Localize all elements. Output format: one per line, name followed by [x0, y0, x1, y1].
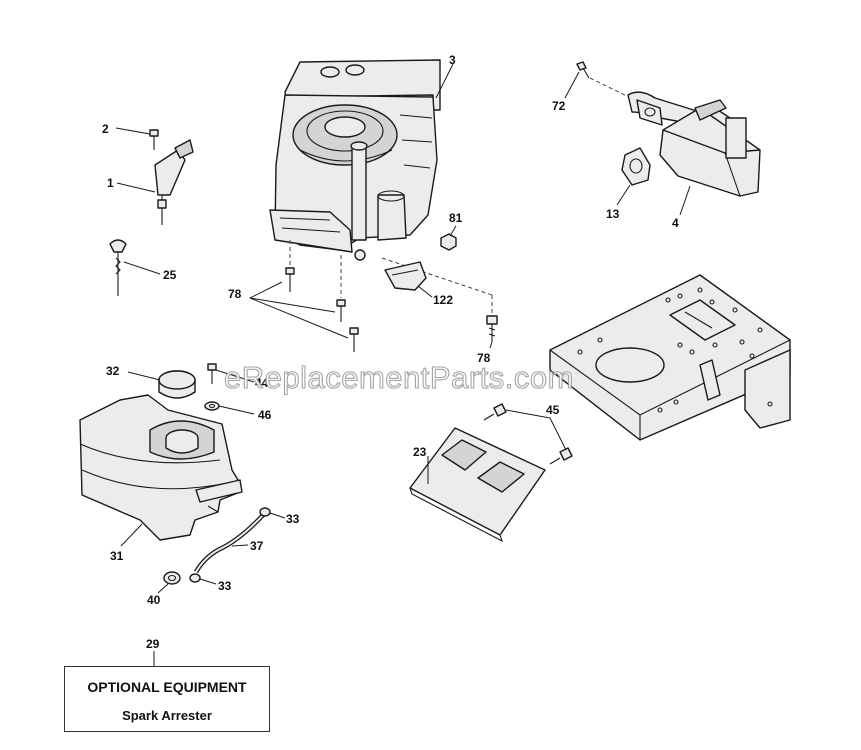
- hose-clamp-top-part[interactable]: [259, 507, 271, 517]
- callout-heat-shield: 122: [433, 293, 453, 307]
- mounting-plate-part[interactable]: [409, 427, 546, 543]
- nut-part[interactable]: [440, 233, 457, 251]
- callout-muffler: 4: [672, 216, 679, 230]
- hose-clamp-bottom-part[interactable]: [189, 573, 201, 583]
- engine-bolts-left-part[interactable]: [285, 267, 359, 352]
- optional-equipment-box: OPTIONAL EQUIPMENT Spark Arrester: [64, 666, 270, 732]
- callout-engine: 3: [449, 53, 456, 67]
- grommet-part[interactable]: [163, 571, 181, 585]
- callout-dipstick: 25: [163, 268, 177, 282]
- fuel-line-part[interactable]: [194, 512, 266, 574]
- tank-screw-part[interactable]: [207, 363, 217, 384]
- optional-equipment-item: Spark Arrester: [122, 708, 212, 723]
- watermark: eReplacementParts.com: [224, 360, 574, 395]
- callout-grommet: 40: [147, 593, 161, 607]
- engine-bolt-right-part[interactable]: [486, 315, 498, 342]
- washer-part[interactable]: [204, 401, 220, 411]
- frame-bolts-part[interactable]: [483, 403, 573, 465]
- callout-fuel-cap: 32: [106, 364, 120, 378]
- callout-nut: 81: [449, 211, 463, 225]
- callout-optional-box: 29: [146, 637, 160, 651]
- throttle-control-part[interactable]: [154, 139, 194, 225]
- screw-small-part[interactable]: [149, 129, 159, 150]
- dipstick-part[interactable]: [109, 239, 127, 296]
- engine-part[interactable]: [269, 59, 441, 261]
- callout-engine-bolt-right: 78: [477, 351, 491, 365]
- exhaust-gasket-part[interactable]: [621, 147, 651, 186]
- callout-fuel-tank: 31: [110, 549, 124, 563]
- callout-exhaust-bolt: 72: [552, 99, 566, 113]
- callout-engine-bolts-left: 78: [228, 287, 242, 301]
- callout-throttle: 1: [107, 176, 114, 190]
- callout-screw-small: 2: [102, 122, 109, 136]
- callout-fuel-line: 37: [250, 539, 264, 553]
- callout-washer: 46: [258, 408, 272, 422]
- fuel-cap-part[interactable]: [158, 370, 196, 399]
- fuel-tank-part[interactable]: [79, 394, 243, 541]
- callout-frame-bolts: 45: [546, 403, 560, 417]
- muffler-part[interactable]: [659, 99, 761, 197]
- frame-part[interactable]: [549, 274, 791, 441]
- exhaust-bolt-part[interactable]: [576, 61, 590, 79]
- callout-clamp-top: 33: [286, 512, 300, 526]
- callout-gasket: 13: [606, 207, 620, 221]
- heat-shield-part[interactable]: [384, 261, 427, 291]
- optional-equipment-title: OPTIONAL EQUIPMENT: [87, 679, 247, 695]
- callout-tank-screw: 44: [255, 376, 269, 390]
- callout-clamp-bottom: 33: [218, 579, 232, 593]
- callout-plate: 23: [413, 445, 427, 459]
